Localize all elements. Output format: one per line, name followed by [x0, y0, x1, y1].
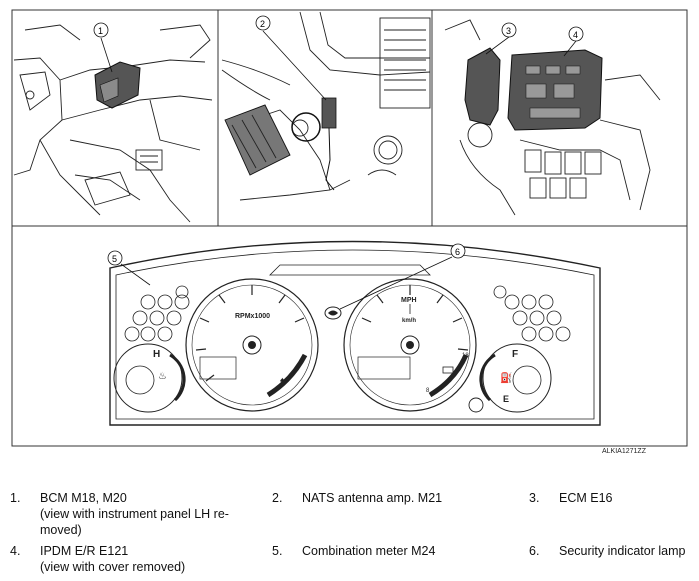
- odo-small-b: 8: [426, 388, 430, 394]
- callout-5: 5: [107, 250, 151, 286]
- callout-1: 1: [93, 22, 113, 73]
- temp-hot-label: H: [153, 349, 160, 360]
- security-lamp-icon: [328, 310, 338, 316]
- bcm-illustration: [13, 24, 213, 223]
- legend-number: 2.: [272, 491, 283, 505]
- panel-frame-meter: [11, 225, 688, 447]
- speedometer: MPH km/h 18 8: [343, 278, 477, 412]
- legend-line: IPDM E/R E121: [40, 544, 129, 558]
- component-location-diagram: H ♨ RPMx1000 ♠: [11, 9, 688, 455]
- callout-6: 6: [339, 243, 466, 310]
- legend-text: BCM M18, M20 (view with instrument panel…: [40, 490, 229, 538]
- tachometer: RPMx1000 ♠: [185, 278, 319, 412]
- speed-sub-label: km/h: [402, 318, 416, 324]
- fuel-pump-icon: ⛽: [500, 371, 512, 384]
- legend-text: IPDM E/R E121 (view with cover removed): [40, 543, 185, 575]
- ipdm-er-connectors: [525, 65, 581, 119]
- legend-number: 6.: [529, 544, 540, 558]
- speed-label: MPH: [401, 297, 417, 304]
- callout-1-number: 1: [98, 26, 103, 36]
- bcm-connector: [99, 77, 119, 103]
- legend-text: Combination meter M24: [302, 543, 435, 559]
- legend-number: 1.: [10, 491, 21, 505]
- legend-line: BCM M18, M20: [40, 491, 127, 505]
- legend-number: 4.: [10, 544, 21, 558]
- oil-pressure-icon: ♠: [280, 375, 285, 385]
- security-indicator-lamp: [324, 306, 342, 320]
- warning-lamps-right: [493, 285, 571, 342]
- nats-antenna-amp: [321, 97, 337, 129]
- legend-line: NATS antenna amp. M21: [302, 491, 443, 505]
- callout-3: 3: [485, 22, 517, 55]
- callout-2-number: 2: [260, 19, 265, 29]
- reset-knob: [468, 397, 484, 413]
- temperature-gauge: H ♨: [113, 343, 186, 413]
- legend-line: (view with instrument panel LH re-: [40, 507, 229, 521]
- figure-code: ALKIA1271ZZ: [602, 448, 647, 455]
- legend-number: 5.: [272, 544, 283, 558]
- fuel-gauge: F E ⛽: [479, 343, 552, 413]
- legend-text: ECM E16: [559, 490, 613, 506]
- legend-number: 3.: [529, 491, 540, 505]
- callout-2: 2: [255, 15, 327, 101]
- tach-label: RPMx1000: [235, 313, 270, 320]
- callout-5-number: 5: [112, 254, 117, 264]
- fuel-full-label: F: [512, 349, 518, 360]
- fuel-empty-label: E: [503, 394, 509, 404]
- callout-4-number: 4: [573, 30, 578, 40]
- odo-trip-icon: [442, 366, 454, 374]
- odo-small-a: 18: [462, 353, 469, 359]
- coolant-temp-icon: ♨: [158, 371, 167, 382]
- steering-column: [224, 104, 291, 176]
- nats-illustration: [221, 11, 431, 201]
- combination-meter: H ♨ RPMx1000 ♠: [109, 240, 601, 426]
- callout-4: 4: [563, 26, 584, 57]
- callout-6-number: 6: [455, 247, 460, 257]
- callout-3-number: 3: [506, 26, 511, 36]
- panel-frame-bcm: [11, 9, 219, 227]
- engine-room-illustration: [444, 19, 661, 216]
- legend-line: ECM E16: [559, 491, 613, 505]
- legend-line: (view with cover removed): [40, 560, 186, 574]
- ecm-unit: [464, 47, 501, 126]
- legend-line: moved): [40, 523, 82, 537]
- nats-harness: [325, 127, 335, 191]
- legend-line: Security indicator lamp: [559, 544, 686, 558]
- meter-bezel: [109, 240, 601, 426]
- legend-text: Security indicator lamp: [559, 543, 685, 559]
- legend-text: NATS antenna amp. M21: [302, 490, 442, 506]
- warning-lamps-left: [124, 285, 190, 342]
- ignition-key-cylinder: [291, 112, 321, 142]
- legend-line: Combination meter M24: [302, 544, 436, 558]
